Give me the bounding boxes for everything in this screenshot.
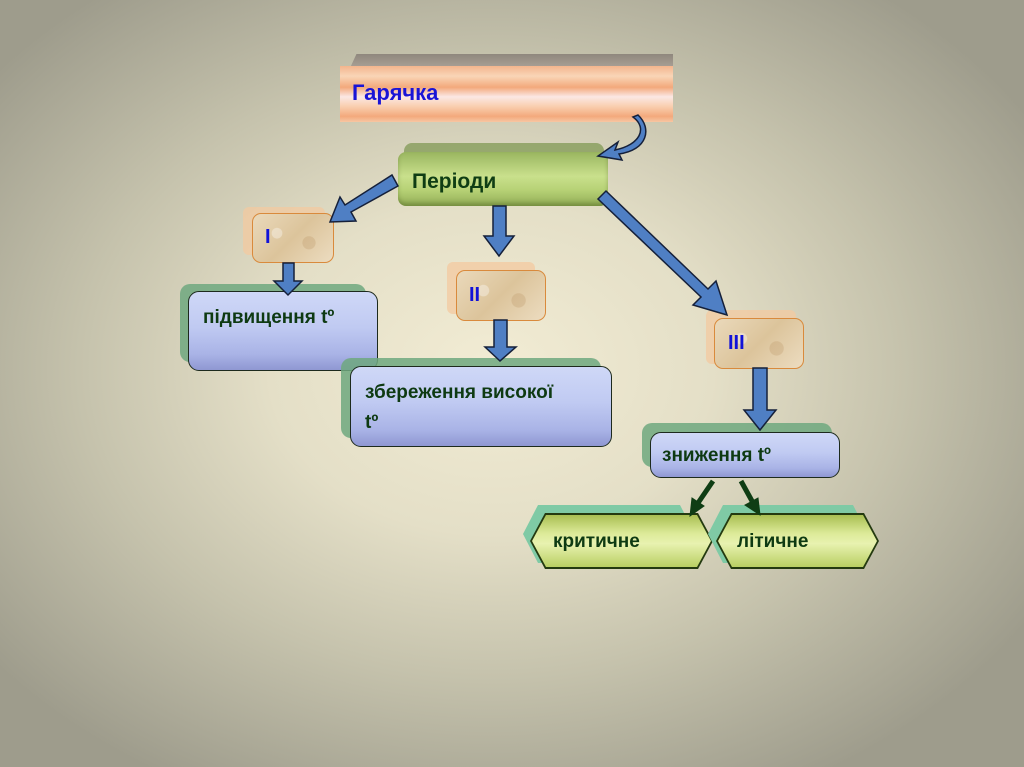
stage-3-desc-box (650, 432, 840, 478)
title-banner-bevel (350, 54, 673, 68)
stage-3-desc: зниження tº (662, 445, 771, 466)
arrow-to-critical-head (689, 497, 705, 518)
periods-box (398, 152, 608, 206)
arrow-to-lytic (738, 479, 755, 503)
title-banner (340, 66, 673, 122)
arrow-stage-1-down (272, 262, 304, 297)
stage-1-numeral: I (265, 226, 271, 248)
arrow-to-lytic-head (744, 497, 761, 517)
stage-1-desc-box (188, 291, 378, 371)
stage-1-box (252, 213, 334, 263)
stage-1-desc: підвищення tº (203, 307, 335, 328)
periods-label: Періоди (412, 170, 497, 193)
stage-2-desc-line1: збереження високої (365, 382, 554, 403)
stage-3-box (714, 318, 804, 369)
outcome-critical-label: критичне (553, 531, 640, 552)
arrow-to-critical (695, 479, 716, 505)
arrow-to-stage-2 (482, 205, 516, 258)
outcome-lytic-box (718, 515, 877, 567)
title-text: Гарячка (352, 80, 439, 105)
arrow-to-stage-3 (596, 189, 729, 317)
arrow-to-stage-1 (328, 173, 400, 223)
outcome-critical-box (532, 515, 711, 567)
stage-2-numeral: II (469, 284, 481, 306)
arrow-stage-3-down (742, 367, 778, 432)
stage-2-desc-box (350, 366, 612, 447)
outcome-lytic-label: літичне (737, 531, 809, 552)
arrow-stage-2-down (483, 319, 518, 363)
curved-arrow (596, 114, 647, 161)
stage-3-numeral: III (728, 332, 745, 354)
stage-2-desc-line2: tº (365, 412, 379, 433)
